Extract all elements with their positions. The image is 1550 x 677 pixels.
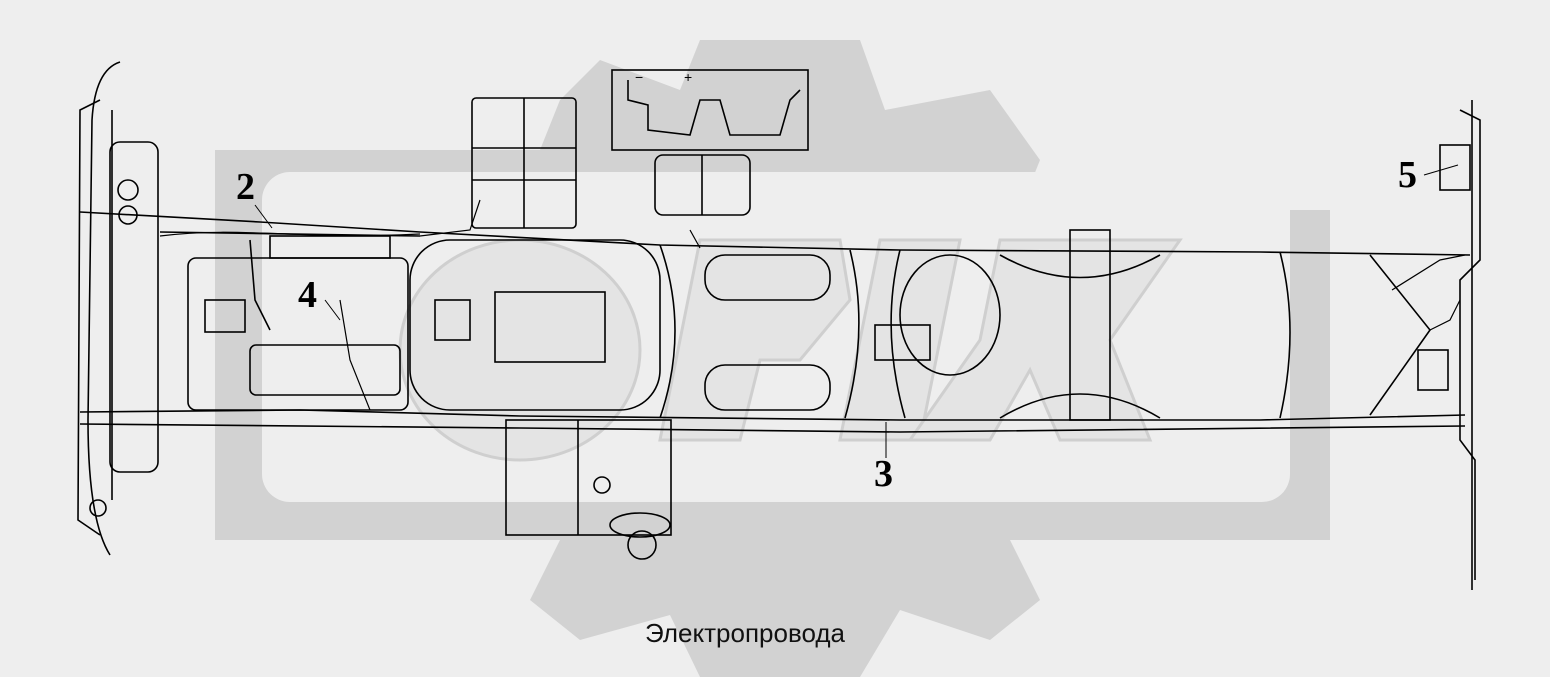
- callout-5: 5: [1398, 154, 1417, 196]
- callout-2: 2: [236, 166, 255, 208]
- chassis-drawing: [77, 61, 1481, 590]
- battery-minus-mark: −: [635, 69, 643, 85]
- battery-plus-mark: +: [684, 69, 692, 85]
- watermark-letters: [398, 238, 1183, 462]
- callout-3: 3: [874, 453, 893, 495]
- diagram-caption: Электропровода: [645, 618, 845, 648]
- callout-4: 4: [298, 274, 317, 316]
